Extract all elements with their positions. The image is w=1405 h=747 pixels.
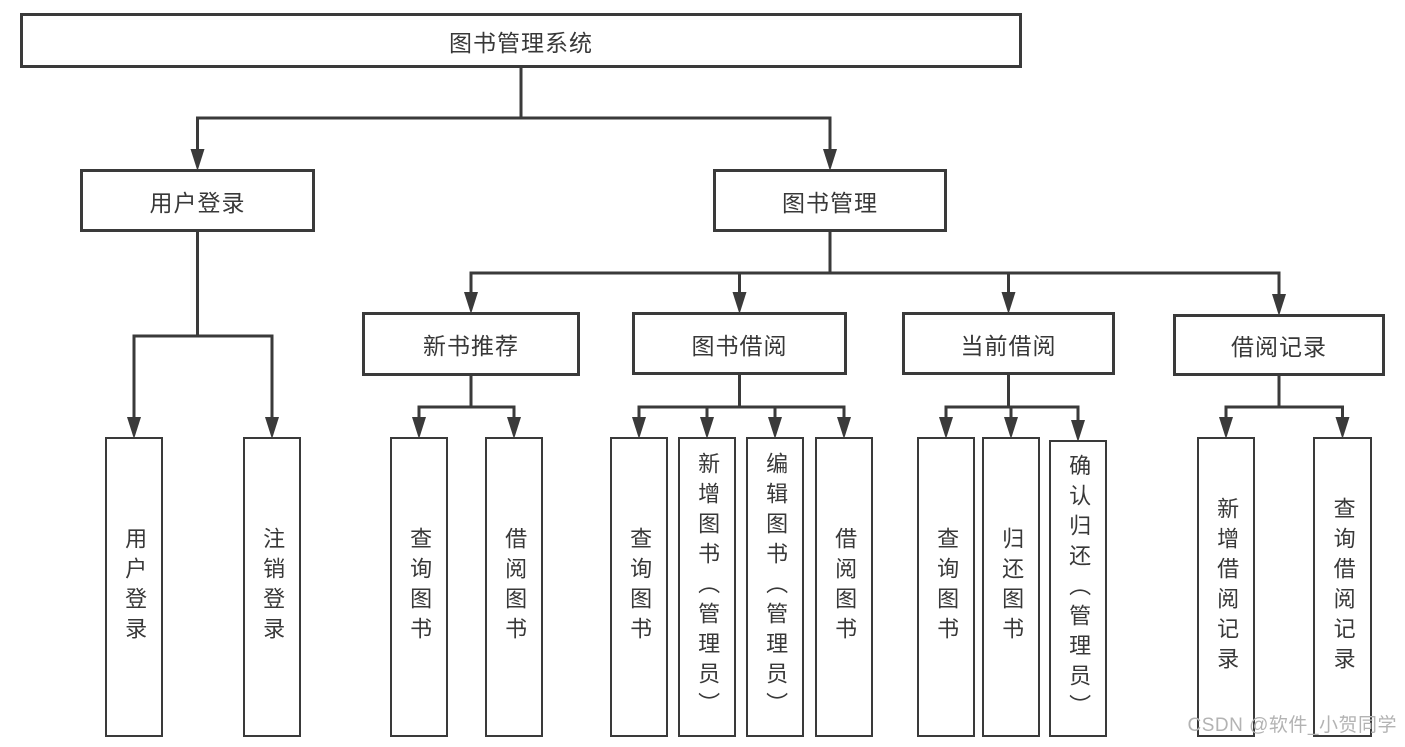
node-label-leaf-nbr-borrow: 借阅图书 [502,527,528,647]
node-leaf-cb-query: 查询图书 [917,437,975,737]
node-book-borrow: 图书借阅 [632,312,847,375]
node-leaf-nbr-borrow: 借阅图书 [485,437,543,737]
node-leaf-logout: 注销登录 [243,437,301,737]
node-label-user-login: 用户登录 [149,189,246,216]
node-leaf-br-query: 查询借阅记录 [1313,437,1372,737]
node-label-leaf-logout: 注销登录 [260,527,286,647]
node-leaf-cb-return: 归还图书 [982,437,1040,737]
node-root: 图书管理系统 [20,13,1022,68]
node-user-login: 用户登录 [80,169,315,232]
node-leaf-bb-query: 查询图书 [610,437,668,737]
node-label-leaf-bb-add: 新增图书（管理员） [695,452,721,722]
node-leaf-cb-confirm: 确认归还（管理员） [1049,440,1107,737]
node-label-leaf-cb-query: 查询图书 [934,527,960,647]
node-label-borrow-records: 借阅记录 [1231,334,1327,360]
node-current-borrow: 当前借阅 [902,312,1115,375]
watermark: CSDN @软件_小贺同学 [1187,715,1397,736]
node-label-root: 图书管理系统 [449,29,593,56]
node-label-leaf-br-add: 新增借阅记录 [1214,497,1240,677]
node-label-new-book-rec: 新书推荐 [423,333,519,359]
node-label-leaf-bb-borrow: 借阅图书 [832,527,858,647]
node-borrow-records: 借阅记录 [1173,314,1385,376]
node-label-leaf-nbr-query: 查询图书 [407,527,433,647]
node-leaf-br-add: 新增借阅记录 [1197,437,1255,737]
node-label-leaf-bb-edit: 编辑图书（管理员） [763,452,789,722]
node-leaf-user-login: 用户登录 [105,437,163,737]
node-leaf-bb-add: 新增图书（管理员） [678,437,736,737]
node-label-leaf-cb-confirm: 确认归还（管理员） [1066,453,1092,724]
node-label-leaf-cb-return: 归还图书 [999,527,1025,647]
node-label-book-mgmt: 图书管理 [782,189,878,216]
node-label-leaf-user-login: 用户登录 [122,527,148,647]
node-label-leaf-bb-query: 查询图书 [627,527,653,647]
node-leaf-nbr-query: 查询图书 [390,437,448,737]
node-leaf-bb-borrow: 借阅图书 [815,437,873,737]
node-label-leaf-br-query: 查询借阅记录 [1330,497,1356,677]
node-label-current-borrow: 当前借阅 [960,332,1057,359]
node-new-book-rec: 新书推荐 [362,312,580,376]
node-label-book-borrow: 图书借阅 [691,332,788,359]
node-leaf-bb-edit: 编辑图书（管理员） [746,437,804,737]
node-book-mgmt: 图书管理 [713,169,947,232]
